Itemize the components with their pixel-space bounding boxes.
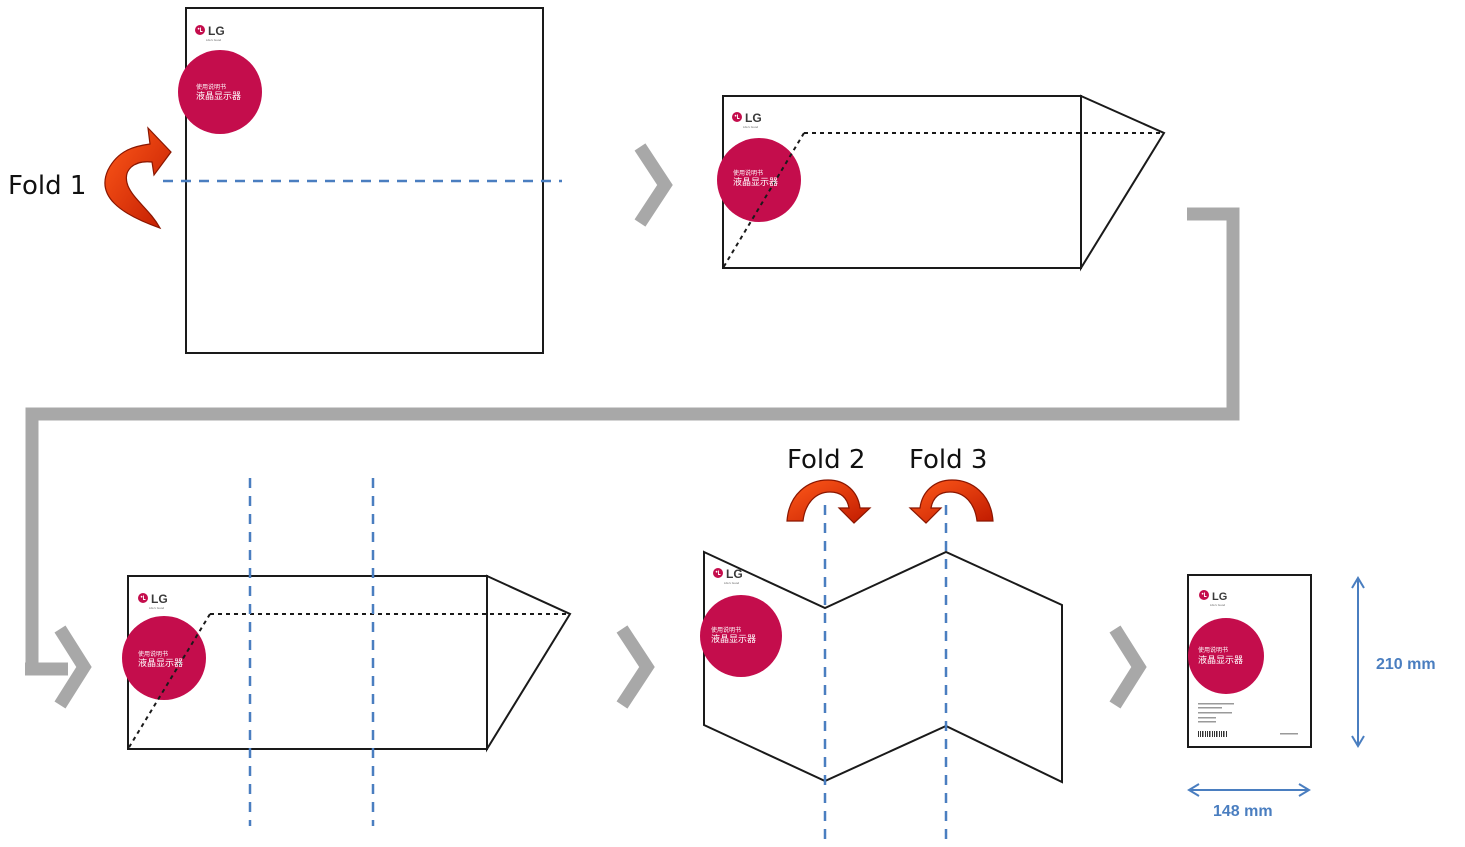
cover-circle: [178, 50, 262, 134]
flow-arrow-3-icon: [616, 625, 655, 709]
barcode-icon: [1198, 731, 1227, 737]
cover-circle: [700, 595, 782, 677]
cover-subtitle: 使用说明书: [711, 626, 741, 634]
flow-arrow-2-icon: [54, 625, 92, 709]
lg-logo-icon: [194, 24, 206, 36]
final-booklet: LG Life's Good 使用说明书 液晶显示器: [1187, 574, 1312, 748]
cover-title: 液晶显示器: [196, 90, 241, 102]
flow-connector: [25, 207, 1240, 676]
logo-text: LG: [151, 592, 168, 606]
flow-arrow-1-icon: [634, 143, 673, 227]
fold2-arrow-icon: [786, 479, 872, 524]
fold1-arrow-icon: [104, 126, 172, 230]
height-label: 210 mm: [1376, 656, 1436, 673]
fold2-label: Fold 2: [787, 445, 865, 475]
logo-tagline: Life's Good: [724, 581, 739, 585]
cover-title: 液晶显示器: [138, 657, 183, 669]
cover-subtitle: 使用说明书: [196, 83, 226, 91]
logo-tagline: Life's Good: [149, 606, 164, 610]
cover-subtitle: 使用说明书: [733, 169, 763, 177]
width-dimension: [1187, 783, 1311, 797]
cover-subtitle: 使用说明书: [1198, 646, 1228, 654]
lg-logo-icon: [137, 592, 149, 604]
fine-print: [1198, 703, 1298, 735]
cover-title: 液晶显示器: [733, 176, 778, 188]
fold1-label: Fold 1: [8, 171, 86, 201]
cover-circle: [122, 616, 206, 700]
logo-text: LG: [745, 111, 762, 125]
step1-sheet: LG Life's Good 使用说明书 液晶显示器: [163, 7, 562, 354]
cover-circle: [1188, 618, 1264, 694]
step4-sheet: LG Life's Good 使用说明书 液晶显示器: [700, 505, 1063, 847]
cover-subtitle: 使用说明书: [138, 650, 168, 658]
cover-title: 液晶显示器: [1198, 654, 1243, 666]
fold3-arrow-icon: [908, 479, 994, 524]
step2-sheet: LG Life's Good 使用说明书 液晶显示器: [717, 94, 1166, 272]
logo-text: LG: [208, 24, 225, 38]
logo-tagline: Life's Good: [743, 125, 758, 129]
logo-text: LG: [1212, 591, 1227, 603]
logo-text: LG: [726, 567, 743, 581]
lg-logo-icon: [1198, 589, 1210, 601]
width-label: 148 mm: [1213, 803, 1273, 820]
lg-logo-icon: [712, 567, 724, 579]
fold3-label: Fold 3: [909, 445, 987, 475]
cover-title: 液晶显示器: [711, 633, 756, 645]
lg-logo-icon: [731, 111, 743, 123]
height-dimension: [1351, 576, 1365, 748]
logo-tagline: Life's Good: [1210, 603, 1225, 607]
step3-sheet: LG Life's Good 使用说明书 液晶显示器: [122, 478, 572, 826]
flow-arrow-4-icon: [1109, 625, 1147, 709]
cover-circle: [717, 138, 801, 222]
logo-tagline: Life's Good: [206, 38, 221, 42]
